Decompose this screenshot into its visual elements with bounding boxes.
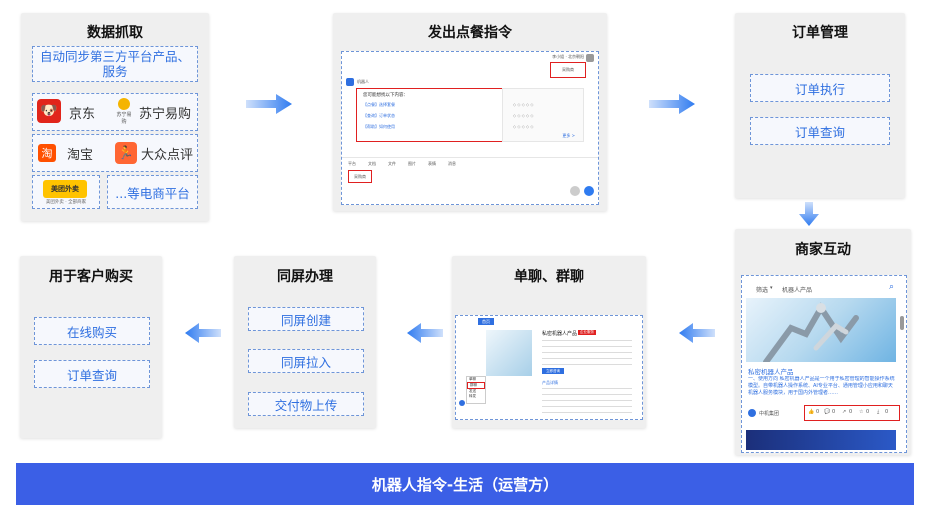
card-title: 同屏办理 [277, 269, 333, 285]
mock-options-box: 您可能想找以下内容： 【点餐】选择套餐 【查询】订单状态 【帮助】如何使用 [356, 88, 504, 142]
customer-order-query-chip: 订单查询 [34, 360, 150, 388]
mock-option[interactable]: 【查询】订单状态 [363, 113, 395, 118]
platform-jd: 京东 [69, 107, 96, 122]
mock-option[interactable]: 【点餐】选择套餐 [363, 102, 395, 107]
bot-label: 机器人 [357, 79, 369, 84]
menu-item[interactable]: 群聊 [467, 382, 485, 389]
platform-row-3-right: ...等电商平台 [107, 175, 198, 209]
emoji-icon[interactable] [570, 186, 580, 196]
card-same-screen: 同屏办理 同屏创建 同屏拉入 交付物上传 [234, 256, 376, 428]
card-send-order: 发出点餐指令 李小姐 · 北京朝阳 采购商 机器人 您可能想找以下内容： 【点餐… [333, 13, 607, 211]
card-title: 单聊、群聊 [514, 269, 584, 285]
meituan-icon: 美团外卖 [43, 180, 87, 198]
product-desc: 一、使用方向 私密机器人产品是一个用于私密管理的智能操作系统模型。自带机器人操作… [748, 376, 895, 396]
mock-tag: 企业服务 [578, 330, 596, 335]
order-query-chip: 订单查询 [750, 117, 890, 145]
platform-row-2: 淘 淘宝 🏃 大众点评 [32, 134, 198, 172]
mock-header-right: 李小姐 · 北京朝阳 [552, 54, 584, 59]
stats-bar: 👍0 💬0 ↗0 ☆0 ⤓0 [804, 405, 900, 421]
card-merchant: 商家互动 筛选 ▾ 机器人产品 ⌕ 私密机器人产品 一、使用方向 私密机器人产品… [735, 229, 911, 455]
platform-suning: 苏宁易购 [139, 107, 192, 122]
download-icon: ⤓ [877, 409, 880, 415]
mock-product-name: 私密机器人产品 [542, 331, 578, 337]
platform-row-1: 🐶 京东 苏宁易购 苏宁易购 [32, 93, 198, 131]
filter-label[interactable]: 筛选 [756, 287, 769, 294]
card-data-fetch: 数据抓取 自动同步第三方平台产品、服务 🐶 京东 苏宁易购 苏宁易购 淘 淘宝 … [21, 13, 209, 221]
jd-icon: 🐶 [37, 99, 61, 123]
menu-item[interactable]: 发送 [469, 389, 476, 393]
like-icon: 👍 [808, 409, 815, 415]
meituan-sub: 美团外卖 · 全部商家 [45, 200, 87, 205]
mock-context-menu: 单聊 群聊 发送 转发 [466, 376, 486, 404]
float-icon[interactable] [459, 400, 465, 406]
arrow-left-icon [407, 323, 443, 343]
chat-page-mock-frame: 首页 私密机器人产品 企业服务 立即咨询 产品详情 单聊 群聊 发送 转发 [455, 315, 643, 420]
mock-input-tag[interactable]: 采购商 [348, 170, 372, 183]
share-icon: ↗ [842, 409, 847, 415]
card-title: 用于客户购买 [49, 269, 133, 285]
deliverable-upload-chip: 交付物上传 [248, 392, 364, 416]
suning-icon: 苏宁易购 [115, 98, 133, 125]
chat-mock-frame: 李小姐 · 北京朝阳 采购商 机器人 您可能想找以下内容： 【点餐】选择套餐 【… [341, 51, 599, 205]
mock-consult-button[interactable]: 立即咨询 [542, 368, 564, 374]
mock-robot-image [486, 330, 532, 376]
card-title: 订单管理 [792, 25, 848, 41]
card-order-manage: 订单管理 订单执行 订单查询 [735, 13, 905, 198]
scrollbar[interactable] [900, 316, 904, 330]
arrow-left-icon [679, 323, 715, 343]
send-icon[interactable] [584, 186, 594, 196]
menu-item[interactable]: 单聊 [469, 377, 476, 381]
mock-section: 产品详情 [542, 380, 558, 385]
same-screen-pull-chip: 同屏拉入 [248, 349, 364, 373]
arrow-right-icon [649, 94, 695, 114]
taobao-icon: 淘 [38, 144, 56, 162]
search-input[interactable]: 机器人产品 [782, 287, 813, 294]
merchant-mock-frame: 筛选 ▾ 机器人产品 ⌕ 私密机器人产品 一、使用方向 私密机器人产品是一个用于… [741, 275, 907, 453]
arrow-left-icon [185, 323, 221, 343]
data-fetch-desc-box: 自动同步第三方平台产品、服务 [32, 46, 198, 82]
arrow-down-icon [799, 202, 819, 226]
bot-icon [346, 78, 354, 86]
platform-taobao: 淘宝 [67, 148, 94, 163]
mock-options-right: ◇ ◇ ◇ ◇ ◇ ◇ ◇ ◇ ◇ ◇ ◇ ◇ ◇ ◇ ◇ 更多 > [502, 88, 584, 142]
card-title: 商家互动 [795, 242, 851, 258]
product-title[interactable]: 私密机器人产品 [748, 368, 794, 376]
mock-option[interactable]: 【帮助】如何使用 [363, 124, 395, 129]
menu-item[interactable]: 转发 [469, 394, 476, 398]
card-customer: 用于客户购买 在线购买 订单查询 [20, 256, 162, 438]
mock-right-bubble: 采购商 [550, 62, 586, 78]
avatar [586, 54, 594, 62]
card-chat: 单聊、群聊 首页 私密机器人产品 企业服务 立即咨询 产品详情 单聊 群聊 发送… [452, 256, 646, 428]
platform-others: ...等电商平台 [115, 185, 190, 201]
data-fetch-desc: 自动同步第三方平台产品、服务 [40, 49, 191, 79]
order-execute-chip: 订单执行 [750, 74, 890, 102]
comment-icon: 💬 [824, 409, 831, 415]
dianping-icon: 🏃 [115, 142, 137, 164]
footer-banner: 机器人指令-生活（运营方） [16, 463, 914, 505]
platform-row-3-left: 美团外卖 美团外卖 · 全部商家 [32, 175, 100, 209]
mock-toolbar: 平台 文档 文件 图片 表情 消息 [342, 157, 598, 170]
star-icon: ☆ [859, 409, 864, 415]
product-image [746, 298, 896, 362]
author-name: 中机集团 [759, 411, 780, 417]
mock-tab[interactable]: 首页 [478, 318, 494, 325]
product-banner [746, 430, 896, 450]
online-purchase-chip: 在线购买 [34, 317, 150, 345]
card-title: 数据抓取 [87, 25, 143, 41]
platform-dianping: 大众点评 [141, 148, 194, 163]
author-avatar [748, 409, 756, 417]
search-icon[interactable]: ⌕ [888, 282, 894, 292]
card-title: 发出点餐指令 [428, 25, 512, 41]
same-screen-create-chip: 同屏创建 [248, 307, 364, 331]
arrow-right-icon [246, 94, 292, 114]
